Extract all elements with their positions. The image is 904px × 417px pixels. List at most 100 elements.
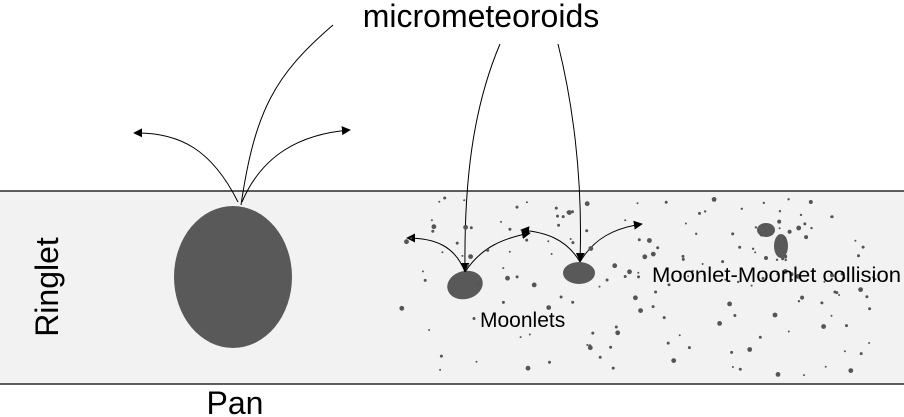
ring-particle bbox=[612, 263, 618, 269]
ring-particle bbox=[571, 241, 575, 245]
ring-particle bbox=[584, 201, 590, 207]
ring-particle bbox=[717, 321, 722, 326]
ring-particle bbox=[502, 267, 505, 270]
ring-particle bbox=[830, 273, 834, 278]
ring-particle bbox=[421, 270, 424, 273]
ring-particle bbox=[721, 260, 725, 264]
moonlet-impact-arrows bbox=[406, 43, 643, 273]
ring-particle bbox=[642, 254, 648, 260]
ring-particle bbox=[547, 240, 550, 243]
ring-particle bbox=[764, 234, 766, 237]
ring-particle bbox=[857, 254, 860, 258]
ring-particle bbox=[750, 284, 753, 287]
ring-particle bbox=[751, 247, 755, 250]
ring-particle bbox=[761, 223, 765, 227]
ring-particle bbox=[525, 365, 531, 371]
ring-particle bbox=[559, 295, 563, 299]
ring-particle bbox=[614, 325, 618, 329]
ring-particle bbox=[795, 274, 801, 279]
ring-particle bbox=[461, 254, 464, 257]
ring-particle bbox=[463, 199, 466, 202]
ring-particle bbox=[423, 278, 427, 282]
ring-particle bbox=[874, 278, 877, 281]
pan-impact-arrows bbox=[133, 24, 351, 206]
ring-particle bbox=[508, 227, 512, 231]
ring-particle bbox=[508, 250, 511, 253]
ring-particle bbox=[611, 366, 615, 370]
ring-particle bbox=[868, 307, 872, 311]
ring-particle bbox=[654, 290, 658, 294]
ring-particle bbox=[859, 352, 863, 356]
ring-particle bbox=[515, 205, 519, 209]
moonlet-1 bbox=[447, 270, 483, 300]
ring-particle bbox=[775, 372, 781, 377]
ring-particle bbox=[858, 287, 863, 292]
ring-particle bbox=[566, 210, 572, 215]
ring-particle bbox=[821, 324, 826, 329]
collision-label: Moonlet-Moonlet collision bbox=[652, 264, 901, 287]
micrometeoroids-label: micrometeoroids bbox=[363, 0, 600, 34]
ring-particle bbox=[633, 295, 638, 301]
ring-particle bbox=[586, 344, 589, 346]
ring-particle bbox=[399, 305, 405, 311]
ring-particle bbox=[519, 336, 522, 339]
ring-particle bbox=[754, 226, 758, 229]
ring-particle bbox=[476, 282, 480, 286]
ring-particle bbox=[711, 197, 717, 202]
ring-particle bbox=[772, 312, 778, 318]
ring-particle bbox=[842, 276, 846, 280]
ring-particle bbox=[576, 280, 579, 283]
ring-particle bbox=[441, 251, 444, 254]
ring-particle bbox=[550, 253, 553, 255]
ring-particle bbox=[791, 278, 794, 281]
pan-incoming-line bbox=[240, 24, 334, 206]
ring-particle bbox=[691, 269, 694, 273]
ring-particle bbox=[803, 222, 807, 226]
ring-particle bbox=[605, 278, 609, 282]
ring-particle bbox=[598, 285, 601, 288]
ring-particle bbox=[759, 232, 764, 237]
ring-particles bbox=[399, 196, 877, 377]
ring-particle bbox=[561, 215, 565, 219]
ring-particle bbox=[733, 314, 737, 317]
ring-particle bbox=[585, 229, 589, 233]
ring-particle bbox=[796, 225, 802, 231]
moonlet-2-incoming-line bbox=[557, 43, 585, 262]
ring-particle bbox=[848, 368, 854, 373]
ring-particle bbox=[784, 258, 787, 262]
ring-particle bbox=[777, 219, 782, 224]
ring-particle bbox=[787, 229, 792, 234]
ring-particle bbox=[656, 246, 660, 250]
pan-moon bbox=[174, 206, 292, 348]
ring-particle bbox=[782, 236, 787, 241]
ring-particle bbox=[747, 347, 753, 352]
ring-particle bbox=[469, 226, 473, 230]
ring-particle bbox=[808, 200, 813, 204]
ring-particle bbox=[754, 251, 757, 254]
ring-particle bbox=[438, 200, 441, 203]
ring-particle bbox=[781, 257, 785, 261]
ring-particle bbox=[571, 300, 575, 304]
ring-particle bbox=[505, 275, 510, 281]
ring-particle bbox=[830, 215, 833, 218]
ring-particle bbox=[824, 365, 827, 368]
ring-particle bbox=[666, 341, 670, 345]
ring-particle bbox=[800, 295, 805, 300]
ring-particle bbox=[609, 345, 613, 349]
ring-particle bbox=[556, 214, 559, 218]
ring-particle bbox=[439, 354, 443, 358]
ring-particle bbox=[466, 264, 469, 267]
ring-particle bbox=[443, 196, 447, 200]
ring-particle bbox=[569, 238, 572, 240]
ring-particle bbox=[764, 256, 768, 260]
ring-particle bbox=[430, 219, 433, 222]
ring-particle bbox=[865, 295, 869, 299]
ring-particle bbox=[548, 360, 551, 364]
ring-particle bbox=[687, 346, 691, 350]
ring-particle bbox=[868, 342, 871, 344]
ring-particle bbox=[546, 305, 552, 310]
ring-particle bbox=[588, 246, 594, 251]
moonlet-2-splash-left bbox=[520, 226, 581, 263]
ring-particle bbox=[475, 360, 478, 363]
